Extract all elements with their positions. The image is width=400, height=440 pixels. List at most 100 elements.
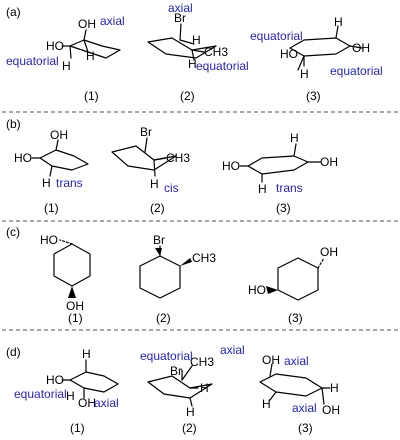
atom-label: CH3	[192, 251, 216, 265]
atom-label: OH	[322, 403, 340, 417]
molecule-number: (2)	[180, 89, 195, 103]
atom-label: CH3	[166, 151, 190, 165]
atom-label: H	[62, 59, 71, 73]
ring-bonds	[277, 257, 319, 301]
molecule-a3: H OH HO H equatorial equatorial (3)	[250, 15, 383, 103]
atom-label: H	[188, 57, 197, 71]
axial-bond-down	[321, 387, 325, 405]
atom-label: H	[66, 389, 75, 403]
atom-label: HO	[40, 233, 58, 247]
atom-label: H	[334, 15, 343, 29]
annotation-label: axial	[220, 343, 245, 357]
atom-label: H	[192, 33, 201, 47]
annotation-label: equatorial	[250, 29, 303, 43]
ring-bonds	[69, 371, 119, 393]
ring-bonds	[247, 155, 309, 175]
ring-bonds	[147, 375, 213, 399]
molecule-a2: Br H CH3 H axial equatorial (2)	[147, 1, 249, 103]
h-bond-down	[191, 49, 195, 61]
molecule-number: (3)	[306, 89, 321, 103]
atom-label: H	[186, 405, 195, 419]
annotation-label: trans	[276, 181, 303, 195]
panel-label: (c)	[6, 225, 20, 239]
atom-label: CH3	[204, 45, 228, 59]
molecule-number: (1)	[84, 89, 99, 103]
h-bond-down	[189, 397, 193, 407]
atom-label: H	[330, 381, 339, 395]
atom-label: H	[300, 67, 309, 81]
annotation-label: axial	[94, 396, 119, 410]
atom-label: HO	[248, 283, 266, 297]
annotation-label: axial	[100, 14, 125, 28]
axial-bond-up	[335, 25, 339, 39]
h-bond	[269, 391, 277, 401]
molecule-d1: H HO OH H equatorial axial (1)	[14, 347, 119, 435]
molecule-d3: OH H H OH axial axial (3)	[259, 353, 340, 435]
molecule-d2: Br CH3 H H equatorial axial (2)	[140, 343, 245, 435]
methyl-bond	[181, 365, 193, 381]
hashed-bond	[59, 239, 73, 245]
annotation-label: cis	[164, 181, 179, 195]
axial-bond-up	[293, 143, 297, 157]
methyl-bond	[153, 157, 167, 161]
axial-bond-down	[69, 45, 72, 59]
atom-label: HO	[222, 159, 240, 173]
ring-bonds	[53, 243, 91, 287]
oh-bond	[349, 45, 363, 49]
ring-bonds	[69, 39, 121, 59]
annotation-label: trans	[56, 176, 83, 190]
molecule-b1: HO OH H trans (1)	[14, 128, 89, 215]
methyl-bond	[191, 49, 205, 53]
axial-bond	[179, 23, 182, 41]
ring-bonds	[139, 255, 181, 299]
annotation-label: equatorial	[196, 59, 249, 73]
atom-label: HO	[46, 39, 64, 53]
molecule-number: (1)	[70, 421, 85, 435]
molecule-number: (2)	[150, 201, 165, 215]
molecule-number: (1)	[44, 201, 59, 215]
atom-label: OH	[78, 17, 96, 31]
hashed-bond	[317, 257, 325, 269]
molecule-c3: OH HO (3)	[248, 245, 338, 325]
atom-label: Br	[170, 364, 182, 378]
atom-label: OH	[66, 299, 84, 313]
molecule-c2: Br CH3 (2)	[139, 233, 216, 325]
atom-label: HO	[280, 47, 298, 61]
wedge-bond	[68, 286, 76, 298]
annotation-label: axial	[292, 401, 317, 415]
atom-label: CH3	[190, 355, 214, 369]
molecule-number: (1)	[68, 311, 83, 325]
axial-bond	[83, 29, 87, 41]
ring-bonds	[111, 145, 177, 171]
molecule-number: (3)	[298, 421, 313, 435]
molecule-a1: HO OH H H axial equatorial (1)	[6, 14, 125, 103]
atom-label: H	[200, 381, 209, 395]
wedge-bond	[180, 258, 192, 266]
oh-bond	[297, 55, 305, 71]
atom-label: HO	[14, 151, 32, 165]
atom-label: H	[82, 347, 91, 361]
atom-label: H	[258, 182, 267, 196]
molecule-number: (2)	[156, 311, 171, 325]
molecule-number: (3)	[276, 201, 291, 215]
annotation-label: axial	[284, 354, 309, 368]
molecule-number: (2)	[182, 421, 197, 435]
panel-label: (a)	[6, 5, 21, 19]
h-bond	[49, 165, 53, 177]
atom-label: H	[150, 177, 159, 191]
axial-bond	[55, 139, 59, 151]
ring-bonds	[147, 37, 217, 59]
atom-label: Br	[174, 11, 186, 25]
molecule-b2: Br CH3 H cis (2)	[111, 125, 190, 215]
molecule-number: (3)	[288, 311, 303, 325]
h-bond	[179, 39, 195, 45]
ring-bonds	[39, 149, 89, 171]
atom-label: OH	[320, 155, 338, 169]
molecule-c1: HO OH (1)	[40, 233, 91, 325]
annotation-label: equatorial	[6, 54, 59, 68]
atom-label: Br	[153, 233, 165, 247]
panel-label: (b)	[6, 117, 21, 131]
annotation-label: axial	[168, 1, 193, 15]
atom-label: OH	[262, 353, 280, 367]
